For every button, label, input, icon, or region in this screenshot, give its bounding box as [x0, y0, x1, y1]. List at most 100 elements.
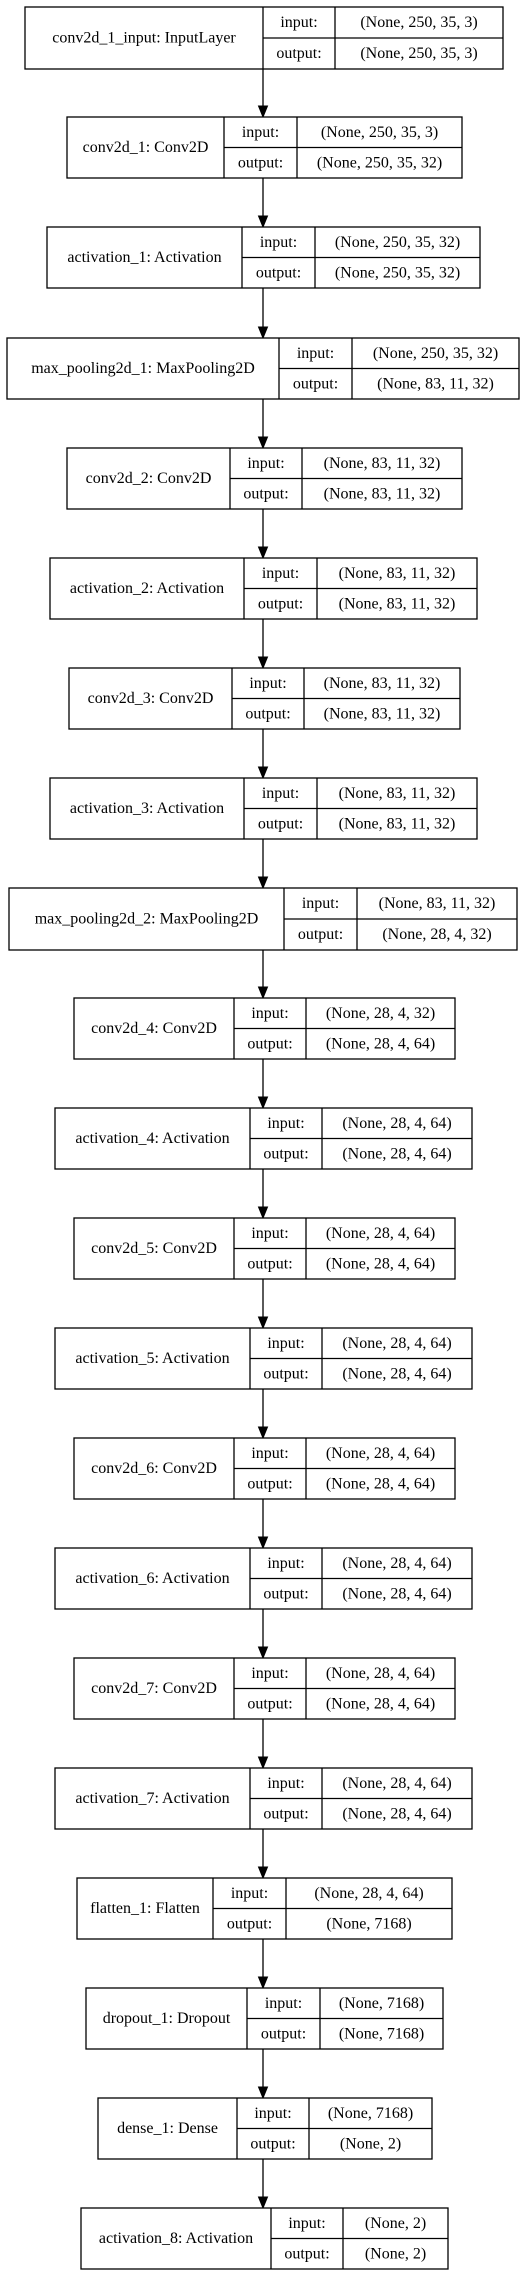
layer-name: conv2d_2: Conv2D — [86, 470, 212, 487]
input-label: input: — [247, 455, 284, 472]
arrowhead-icon — [257, 1866, 269, 1880]
output-shape: (None, 28, 4, 64) — [326, 1475, 435, 1492]
layer-node: max_pooling2d_1: MaxPooling2Dinput:outpu… — [6, 337, 520, 400]
flow-arrow — [257, 178, 269, 229]
layer-node: conv2d_2: Conv2D input: output: (None, 83, … — [66, 447, 463, 510]
arrowhead-icon — [257, 546, 269, 560]
input-label: input: — [242, 124, 279, 141]
layer-node: activation_2: Activationinput:output:(No… — [49, 557, 478, 620]
flow-arrow — [257, 1389, 269, 1440]
input-label: input: — [251, 1445, 288, 1462]
input-label: input: — [251, 1665, 288, 1682]
output-shape: (None, 28, 4, 64) — [342, 1365, 451, 1382]
input-shape: (None, 83, 11, 32) — [339, 785, 456, 802]
output-label: output: — [258, 815, 303, 832]
input-shape: (None, 250, 35, 3) — [321, 124, 438, 141]
flow-arrow — [257, 1939, 269, 1990]
layer-name: max_pooling2d_1: MaxPooling2D — [31, 360, 255, 377]
output-shape: (None, 2) — [365, 2245, 426, 2262]
output-shape: (None, 83, 11, 32) — [324, 485, 441, 502]
output-shape: (None, 83, 11, 32) — [324, 705, 441, 722]
output-label: output: — [256, 264, 301, 281]
flow-arrow — [257, 619, 269, 670]
layer-name: activation_6: Activation — [75, 1570, 229, 1587]
flow-arrow — [257, 288, 269, 340]
input-label: input: — [251, 1005, 288, 1022]
input-label: input: — [254, 2105, 291, 2122]
layer-node: activation_7: Activationinput:output:(No… — [54, 1767, 473, 1830]
output-shape: (None, 7168) — [326, 1915, 411, 1932]
arrowhead-icon — [257, 1976, 269, 1990]
layer-name: activation_7: Activation — [75, 1790, 229, 1807]
layer-name: activation_1: Activation — [67, 249, 221, 266]
input-shape: (None, 83, 11, 32) — [339, 565, 456, 582]
arrowhead-icon — [257, 2086, 269, 2100]
layer-name: max_pooling2d_2: MaxPooling2D — [35, 911, 259, 928]
input-shape: (None, 2) — [365, 2215, 426, 2232]
flow-arrow — [257, 729, 269, 780]
output-shape: (None, 28, 4, 64) — [326, 1035, 435, 1052]
layer-name: conv2d_5: Conv2D — [91, 1240, 217, 1257]
input-label: input: — [249, 675, 286, 692]
input-shape: (None, 83, 11, 32) — [379, 895, 496, 912]
output-label: output: — [298, 926, 343, 943]
output-label: output: — [243, 485, 288, 502]
input-shape: (None, 28, 4, 32) — [326, 1005, 435, 1022]
output-shape: (None, 83, 11, 32) — [377, 375, 494, 392]
output-shape: (None, 28, 4, 64) — [342, 1805, 451, 1822]
arrowhead-icon — [257, 326, 269, 340]
input-shape: (None, 28, 4, 64) — [342, 1115, 451, 1132]
output-label: output: — [261, 2025, 306, 2042]
flow-arrow — [257, 1279, 269, 1330]
flow-arrow — [257, 839, 269, 890]
input-shape: (None, 83, 11, 32) — [324, 455, 441, 472]
input-label: input: — [302, 895, 339, 912]
output-label: output: — [276, 45, 321, 62]
input-label: input: — [288, 2215, 325, 2232]
flow-arrow — [257, 1719, 269, 1770]
arrowhead-icon — [257, 1536, 269, 1550]
input-shape: (None, 28, 4, 64) — [326, 1225, 435, 1242]
layer-name: conv2d_1: Conv2D — [83, 139, 209, 156]
output-label: output: — [247, 1695, 292, 1712]
arrowhead-icon — [257, 766, 269, 780]
arrowhead-icon — [257, 1096, 269, 1110]
arrowhead-icon — [257, 2196, 269, 2210]
flow-arrow — [257, 1609, 269, 1660]
input-shape: (None, 28, 4, 64) — [326, 1665, 435, 1682]
input-label: input: — [267, 1115, 304, 1132]
output-shape: (None, 28, 4, 64) — [342, 1145, 451, 1162]
output-label: output: — [263, 1145, 308, 1162]
arrowhead-icon — [257, 105, 269, 119]
arrowhead-icon — [257, 436, 269, 450]
input-label: input: — [251, 1225, 288, 1242]
arrowhead-icon — [257, 1426, 269, 1440]
flow-arrow — [257, 69, 269, 119]
flow-arrow — [257, 1059, 269, 1110]
flow-arrow — [257, 399, 269, 450]
input-shape: (None, 7168) — [328, 2105, 413, 2122]
output-label: output: — [263, 1805, 308, 1822]
output-label: output: — [284, 2245, 329, 2262]
layer-node: conv2d_7: Conv2D input: output: (None, 28, … — [73, 1657, 456, 1720]
layer-node: activation_4: Activationinput:output:(No… — [54, 1107, 473, 1170]
layer-node: activation_1: Activationinput:output:(No… — [46, 226, 481, 289]
output-shape: (None, 83, 11, 32) — [339, 595, 456, 612]
input-label: input: — [260, 234, 297, 251]
input-shape: (None, 250, 35, 32) — [373, 345, 498, 362]
input-shape: (None, 28, 4, 64) — [342, 1555, 451, 1572]
arrowhead-icon — [257, 876, 269, 890]
output-label: output: — [250, 2135, 295, 2152]
flow-arrow — [257, 950, 269, 1000]
flow-arrow — [257, 1169, 269, 1220]
input-label: input: — [265, 1995, 302, 2012]
layer-name: conv2d_7: Conv2D — [91, 1680, 217, 1697]
input-label: input: — [262, 785, 299, 802]
flow-arrow — [257, 2049, 269, 2100]
edges — [257, 69, 269, 2210]
input-label: input: — [231, 1885, 268, 1902]
